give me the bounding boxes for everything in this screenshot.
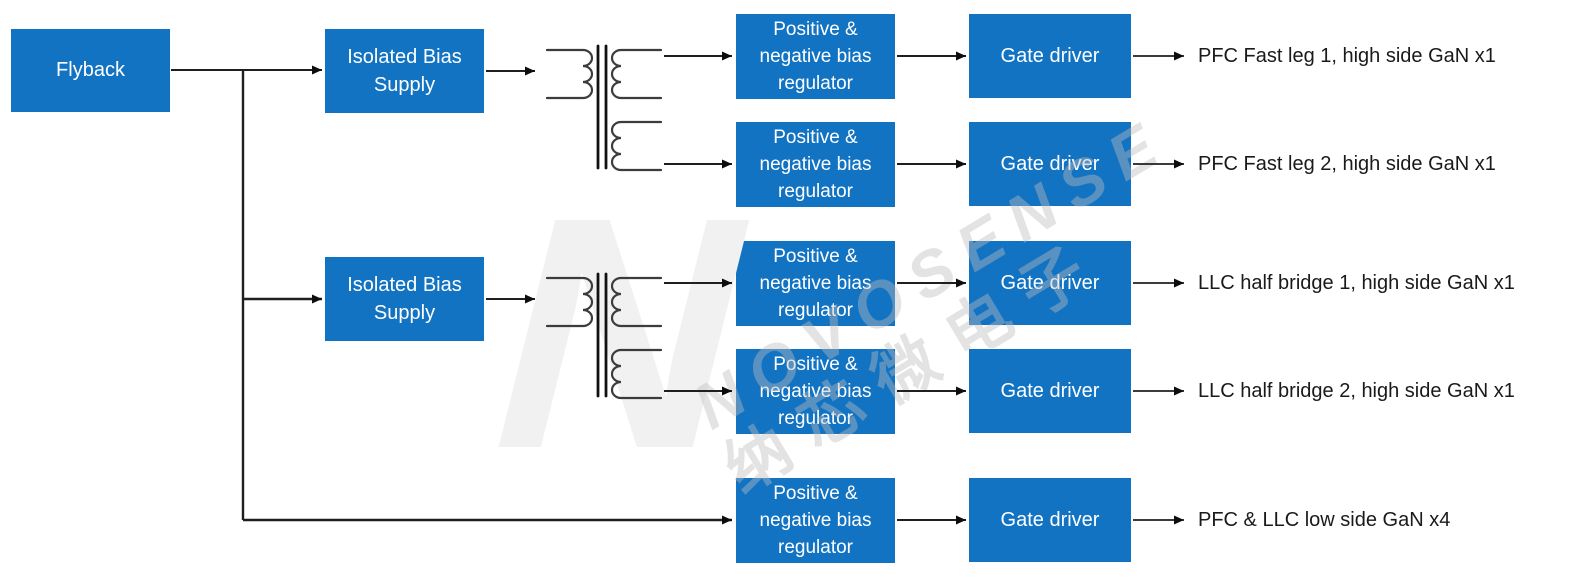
output-label-pfc-fast-leg-2: PFC Fast leg 2, high side GaN x1 [1198,153,1496,175]
gate-driver-to-output-arrows [1133,51,1184,525]
bias-regulator-label-5: Positive & negative bias regulator [759,483,872,558]
bias-regulator-box-4: Positive & negative bias regulator [736,349,895,434]
bias-regulator-label-2: Positive & negative bias regulator [759,127,872,202]
transformer-core-1 [596,44,608,170]
flyback-feed-lines [171,65,732,525]
bias-regulator-box-2: Positive & negative bias regulator [736,122,895,207]
bias-regulator-label-1: Positive & negative bias regulator [759,19,872,94]
gate-driver-box-5: Gate driver [969,478,1131,562]
output-label-llc-half-bridge-2: LLC half bridge 2, high side GaN x1 [1198,380,1515,402]
bias-to-transformer-arrows [486,66,535,304]
transformer-to-regulator-arrows [664,51,732,396]
gate-driver-label-3: Gate driver [1000,271,1100,294]
isolated-bias-supply-label-2: Isolated Bias Supply [347,274,462,324]
gate-driver-box-4: Gate driver [969,349,1131,433]
gate-driver-label-5: Gate driver [1000,508,1100,531]
regulator-to-gate-driver-arrows [897,51,966,525]
transformer-symbol-2 [545,272,663,400]
isolated-bias-supply-label-1: Isolated Bias Supply [347,46,462,96]
transformer-symbol-1 [545,44,663,172]
isolated-bias-supply-box-2: Isolated Bias Supply [325,257,484,341]
gate-driver-box-1: Gate driver [969,14,1131,98]
bias-regulator-label-3: Positive & negative bias regulator [759,246,872,321]
gate-driver-box-2: Gate driver [969,122,1131,206]
gate-driver-label-1: Gate driver [1000,44,1100,67]
gate-driver-label-2: Gate driver [1000,152,1100,175]
transformer-core-2 [596,272,608,398]
gate-driver-box-3: Gate driver [969,241,1131,325]
flyback-box: Flyback [11,29,170,112]
output-label-pfc-fast-leg-1: PFC Fast leg 1, high side GaN x1 [1198,45,1496,67]
bias-regulator-box-1: Positive & negative bias regulator [736,14,895,99]
output-label-low-side: PFC & LLC low side GaN x4 [1198,509,1451,531]
isolated-bias-supply-box-1: Isolated Bias Supply [325,29,484,113]
bias-regulator-box-5: Positive & negative bias regulator [736,478,895,563]
output-label-llc-half-bridge-1: LLC half bridge 1, high side GaN x1 [1198,272,1515,294]
bias-regulator-label-4: Positive & negative bias regulator [759,354,872,429]
bias-regulator-box-3: Positive & negative bias regulator [736,241,895,326]
flyback-label: Flyback [56,59,125,81]
gate-driver-label-4: Gate driver [1000,379,1100,402]
